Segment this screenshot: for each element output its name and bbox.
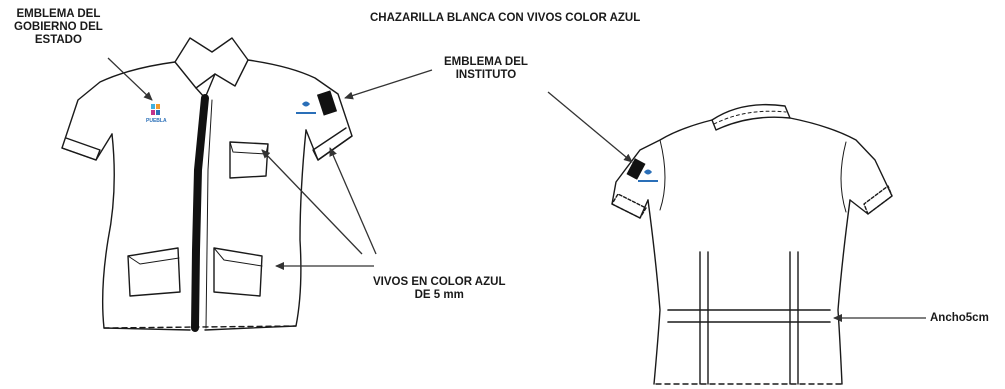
label-piping-line-2: DE 5 mm <box>414 289 464 301</box>
arrow-institute-front <box>344 69 433 100</box>
label-state-emblem: EMBLEMA DEL GOBIERNO DEL ESTADO <box>14 8 103 47</box>
arrow-piping-sleeve <box>329 147 377 255</box>
institute-emblem-logo-back <box>638 169 658 182</box>
label-state-emblem-line-1: EMBLEMA DEL <box>16 8 101 20</box>
arrow-state-emblem <box>107 57 153 101</box>
chest-pocket <box>229 141 269 179</box>
front-view-jacket <box>61 37 353 332</box>
label-institute-emblem: EMBLEMA DEL INSTITUTO <box>444 56 528 82</box>
back-collar <box>711 103 791 131</box>
front-left-body <box>101 133 191 331</box>
state-logo-text: PUEBLA <box>146 118 167 124</box>
lower-left-pocket <box>127 247 181 297</box>
callout-arrows <box>107 57 926 322</box>
front-collar <box>174 37 249 89</box>
label-piping: VIVOS EN COLOR AZUL DE 5 mm <box>373 276 505 302</box>
diagram-title: CHAZARILLA BLANCA CON VIVOS COLOR AZUL <box>370 12 641 24</box>
front-right-body <box>204 129 307 331</box>
state-emblem-logo <box>151 104 160 115</box>
back-left-cuff <box>611 193 647 219</box>
front-placket-piping <box>191 94 209 332</box>
lower-right-pocket <box>213 247 263 297</box>
label-width: Ancho5cm <box>930 312 989 324</box>
arrow-piping-pocket <box>261 149 363 255</box>
label-state-emblem-line-3: ESTADO <box>34 34 82 46</box>
label-institute-emblem-line-2: INSTITUTO <box>455 69 517 81</box>
institute-emblem-logo-front <box>296 101 316 114</box>
label-institute-emblem-line-1: EMBLEMA DEL <box>444 56 528 68</box>
back-right-cuff <box>863 185 893 215</box>
back-view-jacket <box>611 103 893 385</box>
arrow-institute-back <box>547 91 633 163</box>
front-right-sleeve <box>247 59 353 161</box>
back-waist-belt <box>667 309 831 323</box>
label-piping-line-1: VIVOS EN COLOR AZUL <box>373 276 506 288</box>
label-state-emblem-line-2: GOBIERNO DEL <box>14 21 103 33</box>
front-left-sleeve <box>61 61 176 161</box>
